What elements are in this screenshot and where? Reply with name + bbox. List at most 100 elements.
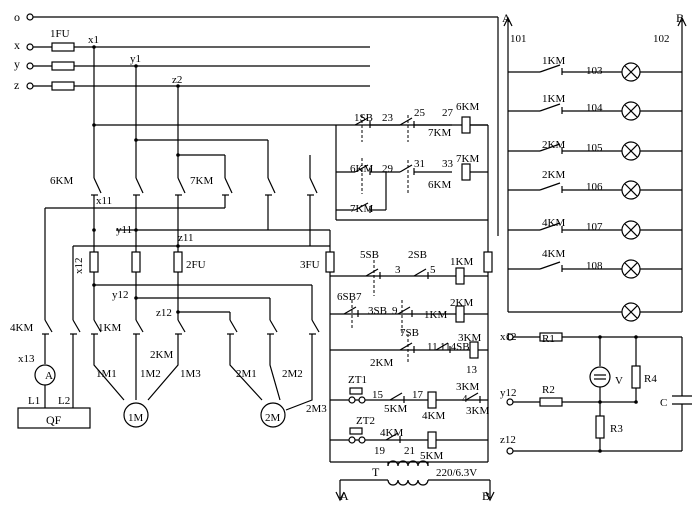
coil-3km-label: 3KM [458,332,481,344]
coil-6km [461,116,471,134]
timer-zt1-contact-b [358,396,366,404]
contact-4km-ctrl-label: 4KM [380,427,403,439]
contact-blade [539,222,561,231]
contact-blade [135,319,144,333]
contact-blade [539,143,561,152]
contact-blade [44,319,53,333]
node-33-label: 33 [442,158,454,170]
supply-label-y: y [14,57,20,71]
contact-blade [72,319,81,333]
junction-dot [92,123,96,127]
branch-y12-label: y12 [112,289,129,301]
junction-dot [598,449,602,453]
wiring [33,16,692,498]
meter-term-y12 [506,398,514,406]
contact-blade [539,64,561,73]
resistor-r1-label: R1 [542,333,555,345]
lamp-row1-num: 103 [586,65,603,77]
lamp-row3-num: 105 [586,142,603,154]
fuse-3fu-b [483,251,493,273]
lamp-cross [624,305,638,319]
lamp-row6-contact: 4KM [542,248,565,260]
contact-blade [385,432,399,441]
meter-term-z12 [506,447,514,455]
node-31-label: 31 [414,158,425,170]
contact-7km-label: 7KM [190,175,213,187]
node-27-label: 27 [442,107,454,119]
bus-b-label: B [676,11,684,25]
motor-2m [260,402,286,428]
branch-x11-label: x11 [96,195,112,207]
contact-2km-power-label: 2KM [150,349,173,361]
terminal-o [26,13,34,21]
coil-4km [427,391,437,409]
contact-6km-mid2-label: 6KM [428,179,451,191]
coil-3km [469,341,479,359]
contact-blade [539,103,561,112]
bus-a-arrow [503,16,513,27]
contact-blade [399,164,413,173]
motor-1m [123,402,149,428]
fuse-3fu-a [325,251,335,273]
ammeter-symbol: A [45,370,53,382]
contact-blade [309,177,318,194]
resistor-r4 [631,365,641,389]
resistor-r3 [595,415,605,439]
junction-dot [92,45,96,49]
node-7-label: 7 [356,291,362,303]
lamp-cross [624,183,638,197]
resistor-r2 [539,397,563,407]
contact-blade [397,306,411,315]
supply-label-z: z [14,78,19,92]
motor1-term2-label: 1M2 [140,368,161,380]
fuse-2fu-z [173,251,183,273]
transformer-out-b: B [482,489,490,503]
contact-blade [93,177,102,194]
junction-dot [134,138,138,142]
node-3-label: 3 [395,264,401,276]
arrow-a [335,491,345,502]
contact-5km-label: 5KM [384,403,407,415]
contact-1km-power-label: 1KM [98,322,121,334]
contact-6km-mid-label: 6KM [350,163,373,175]
fuse-2fu-label: 2FU [186,259,206,271]
resistor-r3-label: R3 [610,423,623,435]
motor1-lead3 [147,334,179,401]
ammeter [34,364,56,386]
contact-blade [93,319,102,333]
voltmeter-symbol: V [615,375,623,387]
labels: o x y z 1FU x1 y1 z2 6KM 7KM x11 y11 z11… [10,10,684,503]
node-29-label: 29 [382,163,394,175]
node-17-label: 17 [412,389,424,401]
timer-zt1-contact-a [348,396,356,404]
timer-zt1 [349,387,363,395]
junction-dot [176,310,180,314]
contact-blade [399,117,413,126]
contact-blade [413,268,427,277]
contact-7km-bottom-label: 7KM [350,203,373,215]
contact-blade [435,342,449,351]
node-11-label: 11 [427,341,438,353]
coil-2km-label: 2KM [450,297,473,309]
breaker-qf [17,407,91,429]
lamp-cross [624,104,638,118]
node-23-label: 23 [382,112,394,124]
contact-4km-power-label: 4KM [10,322,33,334]
motor2-lead1 [229,334,263,401]
transformer-winding [387,460,429,467]
meter-in-y12: y12 [500,387,517,399]
timer-zt2-contact-b [358,436,366,444]
contact-blade [311,319,320,333]
contact-7km-top-label: 7KM [428,127,451,139]
resistor-r2-label: R2 [542,384,555,396]
timer-zt2-contact-a [348,436,356,444]
coil-3km-r-label: 3KM [456,381,479,393]
coil-1km-label: 1KM [450,256,473,268]
contact-blade [177,177,186,194]
coil-7km [461,163,471,181]
contact-6km-label: 6KM [50,175,73,187]
branch-z12-label: z12 [156,307,172,319]
motor1-lead1 [93,334,125,401]
coil-5km [427,431,437,449]
contact-blade [465,392,479,401]
